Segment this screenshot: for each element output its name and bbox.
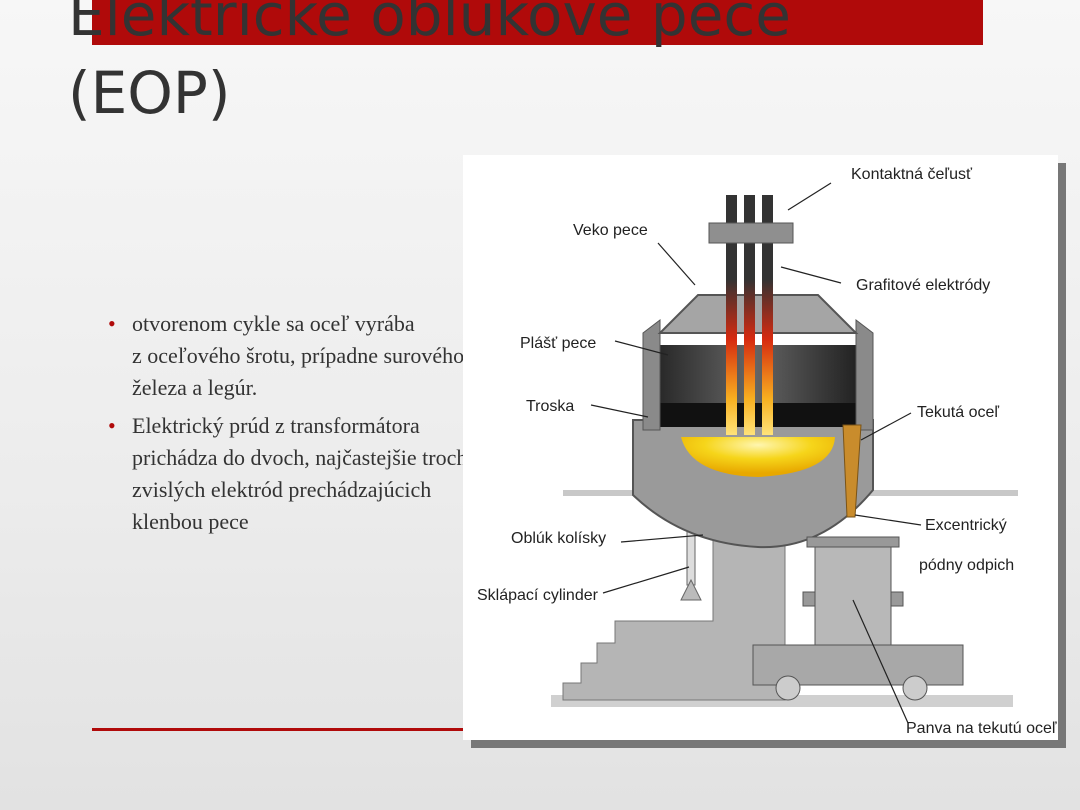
label-cradle-arc: Oblúk kolísky bbox=[511, 530, 606, 547]
bullet-list: • otvorenom cykle sa oceľ vyrába z oceľo… bbox=[108, 308, 468, 544]
label-furnace-shell: Plášť pece bbox=[520, 335, 596, 352]
ladle-rim bbox=[806, 536, 900, 548]
label-liquid-steel: Tekutá oceľ bbox=[917, 404, 999, 421]
furnace-diagram: Kontaktná čeľusť Veko pece Grafitové ele… bbox=[463, 155, 1058, 740]
molten-steel bbox=[681, 437, 835, 477]
label-graphite-electrodes: Grafitové elektródy bbox=[856, 277, 990, 294]
label-slag: Troska bbox=[526, 398, 574, 415]
label-tilting-cylinder: Sklápací cylinder bbox=[477, 587, 599, 604]
label-eccentric-tap-2: pódny odpich bbox=[919, 557, 1014, 574]
cart-wheel-left bbox=[775, 675, 801, 701]
shell-right bbox=[855, 318, 874, 431]
electrode-3 bbox=[762, 195, 773, 435]
ladle-trunnion-right bbox=[890, 591, 904, 607]
label-contact-jaw: Kontaktná čeľusť bbox=[851, 166, 973, 183]
cylinder-base bbox=[680, 578, 702, 601]
ladle-trunnion-left bbox=[802, 591, 816, 607]
bullet-item-2: • Elektrický prúd z transformátora prich… bbox=[108, 410, 468, 538]
cart-wheel-right bbox=[902, 675, 928, 701]
bullet-item-1: • otvorenom cykle sa oceľ vyrába z oceľo… bbox=[108, 308, 468, 404]
bullet-icon: • bbox=[108, 413, 116, 438]
title-line-1: Elektrické oblúkové pece bbox=[68, 0, 791, 49]
shell-left bbox=[642, 318, 661, 431]
bullet-icon: • bbox=[108, 311, 116, 336]
label-furnace-lid: Veko pece bbox=[573, 222, 648, 239]
contact-jaw-shape bbox=[708, 222, 794, 244]
bullet-1-line-1: otvorenom cykle sa oceľ vyrába bbox=[132, 311, 415, 336]
electrode-2 bbox=[744, 195, 755, 435]
furnace-lid bbox=[657, 294, 859, 334]
stair-pedestal bbox=[562, 539, 786, 701]
leader-lines bbox=[590, 182, 922, 724]
label-ladle: Panva na tekutú oceľ bbox=[906, 720, 1057, 737]
title-line-2: (EOP) bbox=[68, 59, 231, 127]
slide-title: Elektrické oblúkové pece (EOP) bbox=[68, 0, 968, 132]
electrode-1 bbox=[726, 195, 737, 435]
footer-accent-line bbox=[92, 728, 492, 731]
ladle-body bbox=[814, 539, 892, 646]
furnace-diagram-svg: Kontaktná čeľusť Veko pece Grafitové ele… bbox=[477, 166, 1057, 737]
label-eccentric-tap-1: Excentrický bbox=[925, 517, 1007, 534]
title-accent-bar bbox=[92, 0, 983, 45]
tap-spout bbox=[842, 424, 862, 518]
bullet-2-text: Elektrický prúd z transformátora prichád… bbox=[132, 413, 468, 534]
bullet-1-rest: z oceľového šrotu, prípadne surového žel… bbox=[132, 343, 465, 400]
